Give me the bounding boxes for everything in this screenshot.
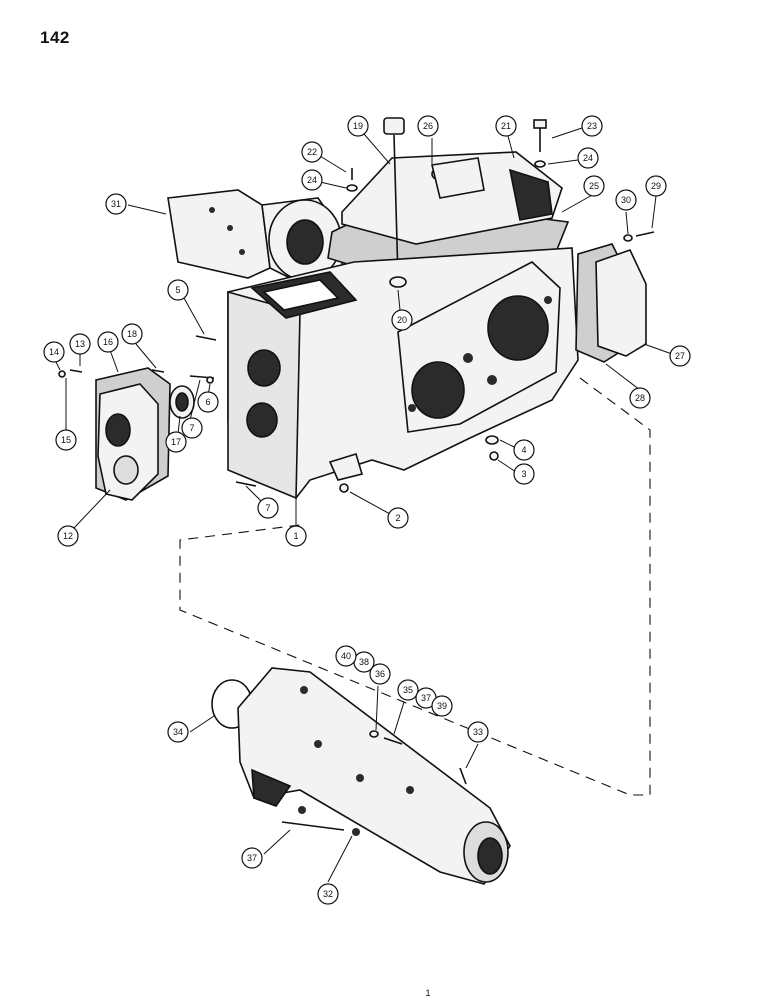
- callout-31: 31: [105, 193, 127, 215]
- callout-15: 15: [55, 429, 77, 451]
- callout-27: 27: [669, 345, 691, 367]
- callout-29: 29: [645, 175, 667, 197]
- svg-text:37: 37: [247, 853, 257, 863]
- callout-13: 13: [69, 333, 91, 355]
- callout-2: 2: [387, 507, 409, 529]
- callout-7-lower: 7: [257, 497, 279, 519]
- callout-36: 36: [369, 663, 391, 685]
- dipstick-part: [383, 117, 405, 279]
- side-cover-part: [595, 249, 647, 357]
- callout-3: 3: [513, 463, 535, 485]
- callout-30: 30: [615, 189, 637, 211]
- svg-text:24: 24: [307, 175, 317, 185]
- callout-33: 33: [467, 721, 489, 743]
- page-number: 142: [40, 28, 70, 47]
- svg-text:22: 22: [307, 147, 317, 157]
- callout-1: 1: [285, 525, 307, 547]
- leader-lines: [55, 127, 673, 883]
- callout-16: 16: [97, 331, 119, 353]
- extension-housing-part: [237, 667, 511, 885]
- svg-text:2: 2: [395, 513, 400, 523]
- svg-text:25: 25: [589, 181, 599, 191]
- callout-6: 6: [197, 391, 219, 413]
- svg-text:19: 19: [353, 121, 363, 131]
- svg-text:21: 21: [501, 121, 511, 131]
- callout-5: 5: [167, 279, 189, 301]
- svg-text:7: 7: [265, 503, 270, 513]
- svg-text:24: 24: [583, 153, 593, 163]
- front-cover-part: [97, 383, 159, 501]
- callout-19: 19: [347, 115, 369, 137]
- svg-text:34: 34: [173, 727, 183, 737]
- callout-37-lower: 37: [241, 847, 263, 869]
- svg-text:15: 15: [61, 435, 71, 445]
- callout-40: 40: [335, 645, 357, 667]
- callout-26: 26: [417, 115, 439, 137]
- svg-text:23: 23: [587, 121, 597, 131]
- callout-12: 12: [57, 525, 79, 547]
- callout-21: 21: [495, 115, 517, 137]
- svg-text:7: 7: [189, 423, 194, 433]
- pto-housing-part: [167, 189, 343, 283]
- svg-text:17: 17: [171, 437, 181, 447]
- callout-18: 18: [121, 323, 143, 345]
- svg-text:3: 3: [521, 469, 526, 479]
- callout-32: 32: [317, 883, 339, 905]
- callout-4: 4: [513, 439, 535, 461]
- callout-25: 25: [583, 175, 605, 197]
- svg-text:18: 18: [127, 329, 137, 339]
- svg-text:12: 12: [63, 531, 73, 541]
- svg-text:30: 30: [621, 195, 631, 205]
- svg-text:38: 38: [359, 657, 369, 667]
- callout-38: 38: [353, 651, 375, 673]
- svg-text:29: 29: [651, 181, 661, 191]
- svg-text:39: 39: [437, 701, 447, 711]
- svg-text:31: 31: [111, 199, 121, 209]
- callout-24-left: 24: [301, 169, 323, 191]
- callout-14: 14: [43, 341, 65, 363]
- svg-text:28: 28: [635, 393, 645, 403]
- svg-text:35: 35: [403, 685, 413, 695]
- svg-text:36: 36: [375, 669, 385, 679]
- svg-text:33: 33: [473, 727, 483, 737]
- svg-text:16: 16: [103, 337, 113, 347]
- callout-labels: 1 2 3 4 5 6 7 7 12 13 14 15 16 17 18 19 …: [43, 115, 691, 905]
- transmission-housing-part: [227, 247, 579, 500]
- svg-text:14: 14: [49, 347, 59, 357]
- svg-text:40: 40: [341, 651, 351, 661]
- callout-20: 20: [391, 309, 413, 331]
- svg-text:27: 27: [675, 351, 685, 361]
- callout-28: 28: [629, 387, 651, 409]
- small-fasteners: [58, 119, 655, 493]
- svg-text:4: 4: [521, 445, 526, 455]
- svg-text:5: 5: [175, 285, 180, 295]
- callout-23: 23: [581, 115, 603, 137]
- svg-text:6: 6: [205, 397, 210, 407]
- svg-text:37: 37: [421, 693, 431, 703]
- footer-mark: 1: [425, 988, 430, 998]
- callout-17: 17: [165, 431, 187, 453]
- callout-34: 34: [167, 721, 189, 743]
- svg-text:20: 20: [397, 315, 407, 325]
- assembly-dashed-line: [179, 377, 651, 796]
- svg-text:26: 26: [423, 121, 433, 131]
- svg-text:32: 32: [323, 889, 333, 899]
- bearing-cup-part: [169, 385, 195, 419]
- callout-39: 39: [431, 695, 453, 717]
- callout-24-right: 24: [577, 147, 599, 169]
- svg-text:13: 13: [75, 339, 85, 349]
- callout-35: 35: [397, 679, 419, 701]
- svg-text:1: 1: [293, 531, 298, 541]
- callout-7-upper: 7: [181, 417, 203, 439]
- callout-22: 22: [301, 141, 323, 163]
